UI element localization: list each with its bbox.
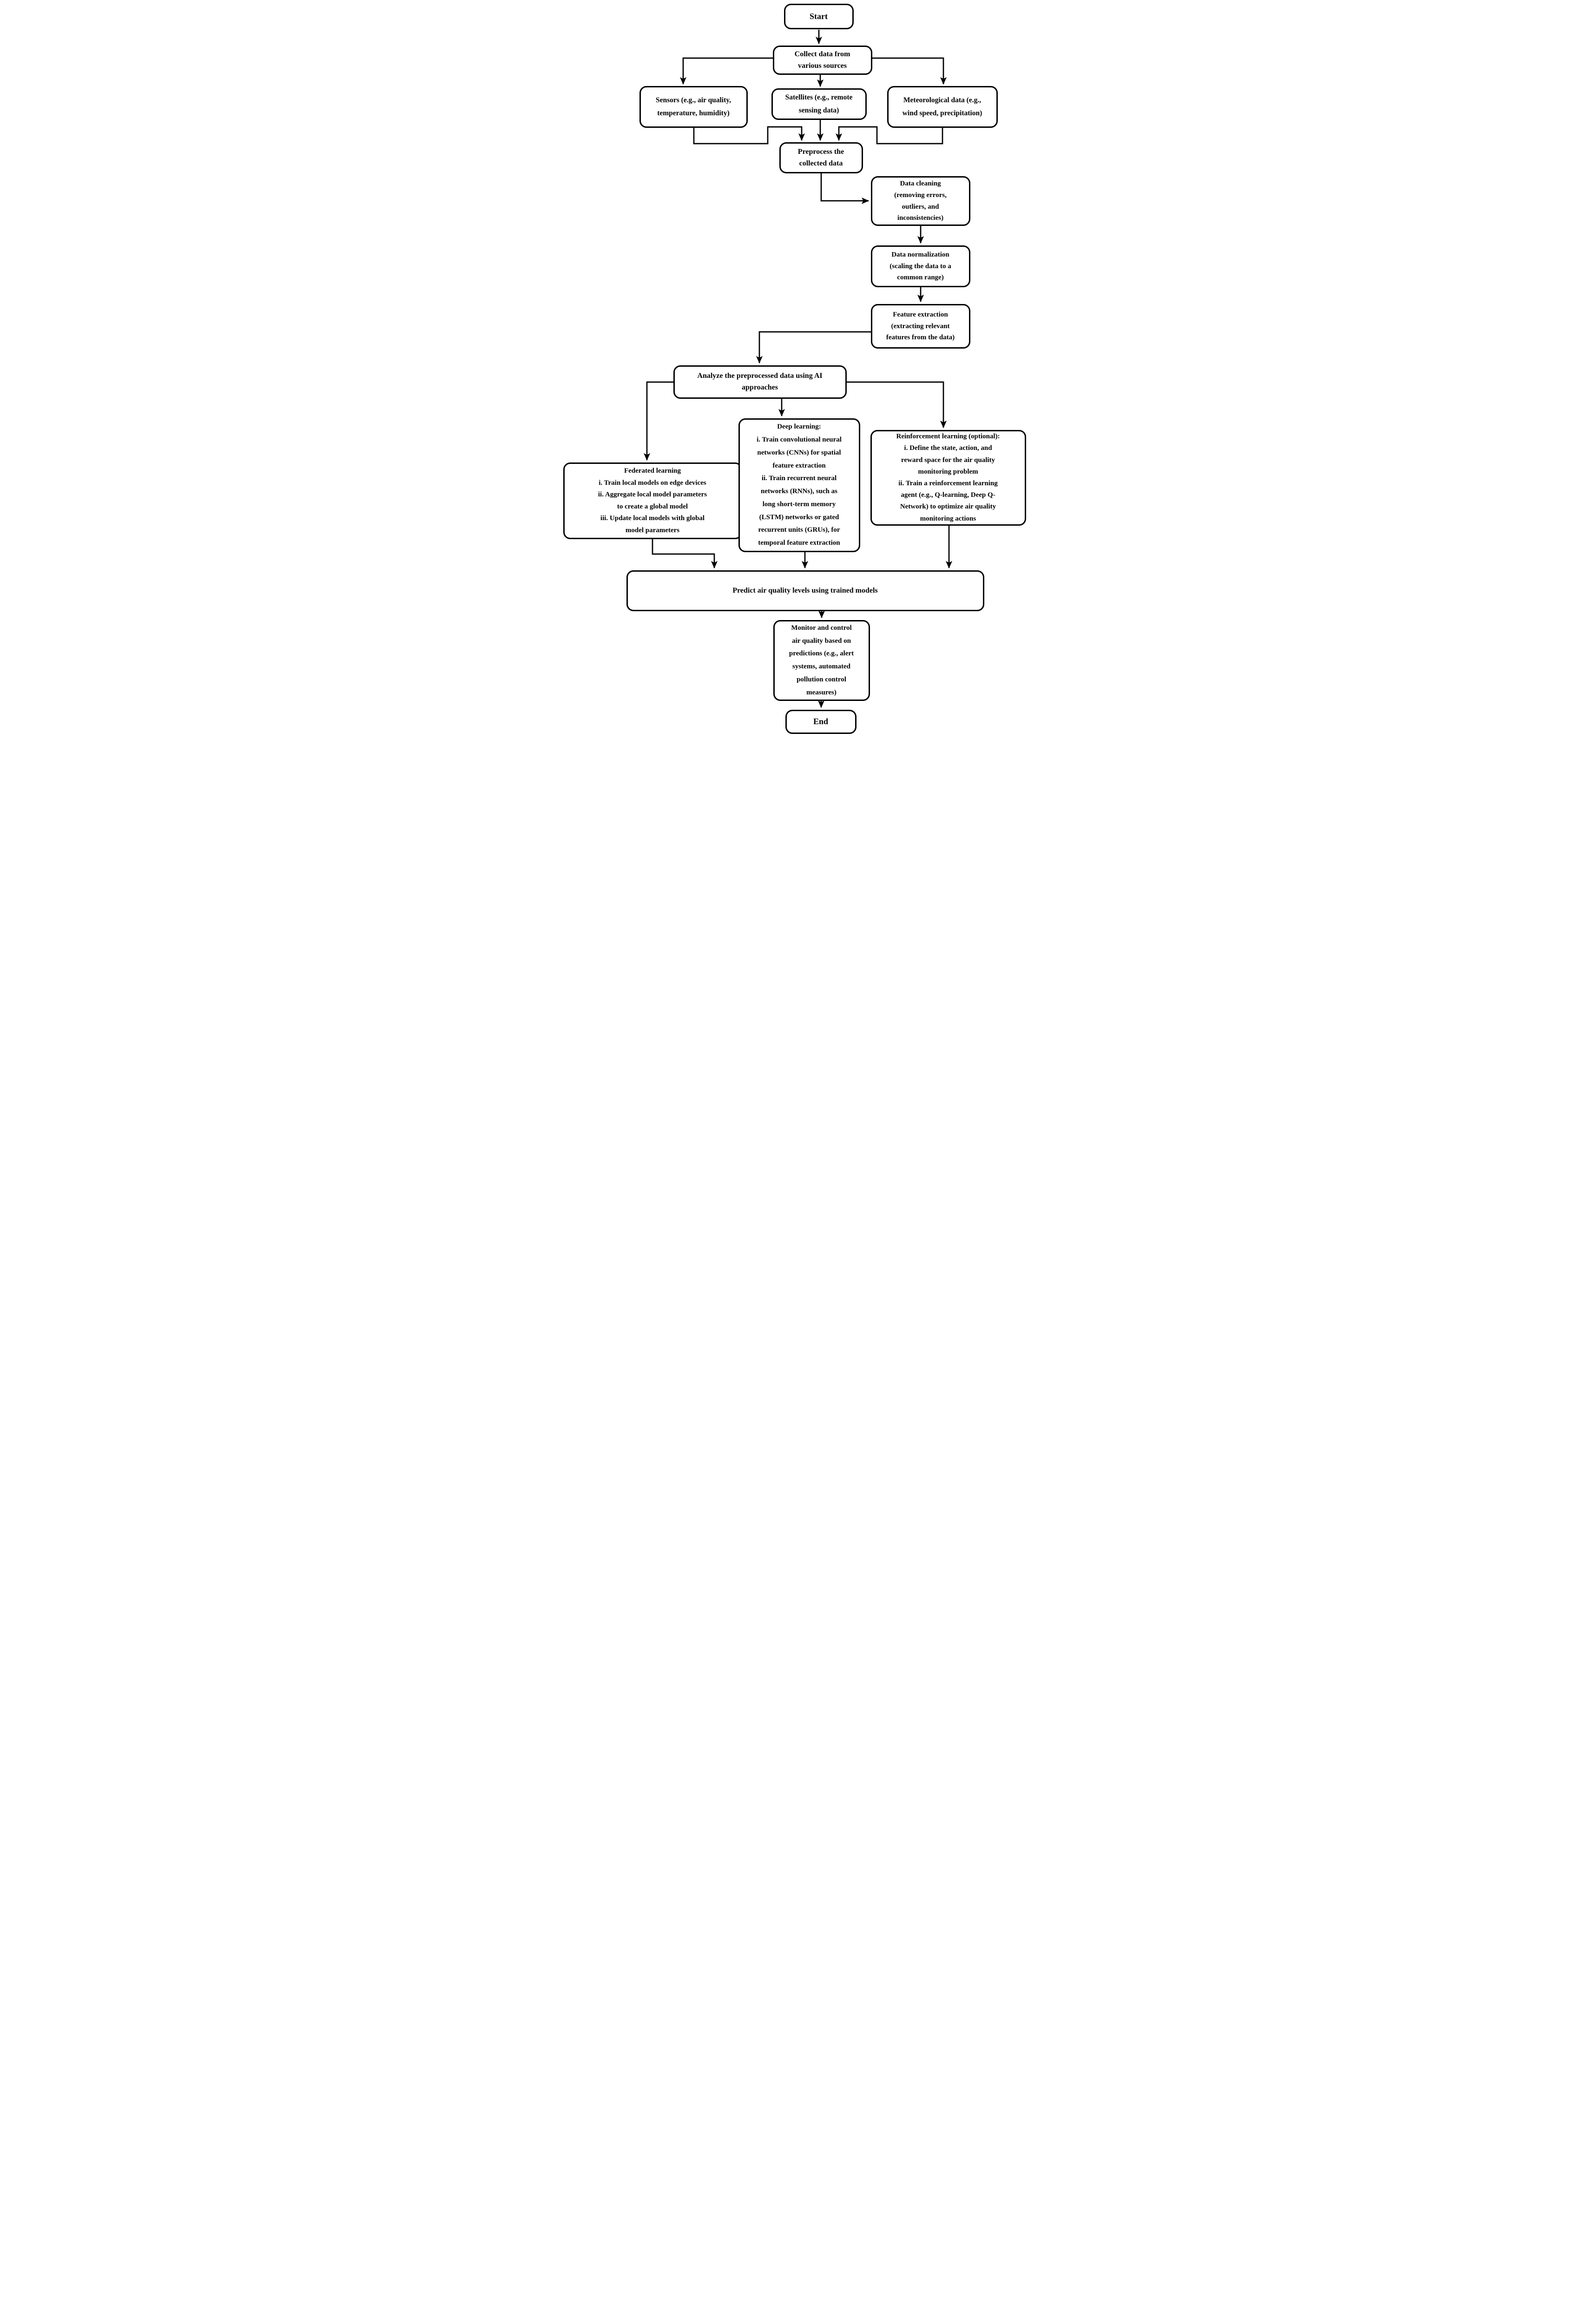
- node-reinforcement-learning: Reinforcement learning (optional): i. De…: [870, 430, 1026, 526]
- node-data-normalization: Data normalization (scaling the data to …: [870, 245, 970, 287]
- node-preprocess-label: Preprocess the collected data: [797, 147, 844, 167]
- node-sensors: Sensors (e.g., air quality, temperature,…: [639, 86, 748, 128]
- node-deep-learning: Deep learning: i. Train convolutional ne…: [738, 418, 860, 552]
- edge-meteorological-preprocess: [835, 126, 943, 145]
- edge-collect-sensors: [679, 57, 773, 85]
- node-analyze-ai-label: Analyze the preprocessed data using AI a…: [697, 372, 823, 391]
- edge-analyze-federated: [643, 381, 673, 461]
- node-end: End: [785, 710, 857, 734]
- node-satellites-label: Satellites (e.g., remote sensing data): [785, 93, 853, 114]
- node-federated-learning: Federated learning i. Train local models…: [563, 462, 742, 539]
- node-predict-label: Predict air quality levels using trained…: [732, 586, 878, 594]
- node-satellites: Satellites (e.g., remote sensing data): [771, 88, 867, 120]
- node-preprocess: Preprocess the collected data: [779, 142, 863, 173]
- node-sensors-label: Sensors (e.g., air quality, temperature,…: [655, 96, 731, 117]
- node-meteorological-data-label: Meteorological data (e.g., wind speed, p…: [902, 96, 982, 117]
- edge-sensors-preprocess: [693, 126, 805, 145]
- node-reinforcement-learning-label: Reinforcement learning (optional): i. De…: [896, 433, 1000, 522]
- node-feature-extraction: Feature extraction (extracting relevant …: [870, 304, 970, 349]
- node-predict: Predict air quality levels using trained…: [626, 570, 984, 611]
- edge-federated-predict: [652, 539, 718, 568]
- edge-analyze-reinforcement: [846, 381, 947, 428]
- node-start: Start: [784, 4, 854, 29]
- node-collect-data-label: Collect data from various sources: [794, 50, 850, 70]
- node-monitor-control: Monitor and control air quality based on…: [773, 620, 870, 701]
- flowchart-canvas: Start Collect data from various sources …: [556, 0, 1032, 739]
- node-analyze-ai: Analyze the preprocessed data using AI a…: [673, 365, 847, 399]
- edge-preprocess-cleaning: [820, 173, 869, 204]
- node-meteorological-data: Meteorological data (e.g., wind speed, p…: [887, 86, 998, 128]
- node-data-cleaning-label: Data cleaning (removing errors, outliers…: [894, 180, 947, 222]
- edge-collect-meteorological: [872, 57, 947, 85]
- node-collect-data: Collect data from various sources: [772, 46, 872, 75]
- node-start-label: Start: [810, 11, 828, 21]
- node-monitor-control-label: Monitor and control air quality based on…: [789, 624, 854, 696]
- node-data-cleaning: Data cleaning (removing errors, outliers…: [870, 176, 970, 226]
- node-data-normalization-label: Data normalization (scaling the data to …: [890, 251, 951, 282]
- edge-feature-analyze: [756, 331, 871, 363]
- node-end-label: End: [813, 717, 829, 726]
- node-feature-extraction-label: Feature extraction (extracting relevant …: [886, 310, 955, 342]
- node-deep-learning-label: Deep learning: i. Train convolutional ne…: [757, 423, 842, 547]
- node-federated-learning-label: Federated learning i. Train local models…: [598, 467, 707, 534]
